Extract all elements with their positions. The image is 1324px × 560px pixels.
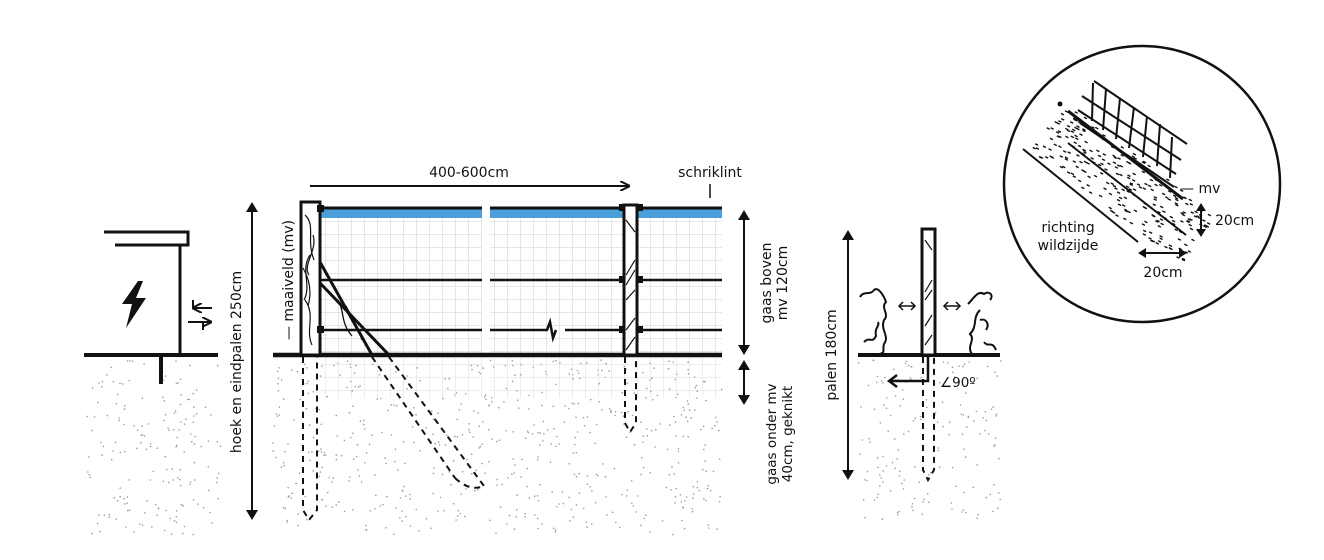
break-symbol [542,317,558,343]
mesh-below-right [490,358,722,398]
detail-direction-label-2: wildzijde [1038,238,1099,254]
detail-circle: — mv 20cm 20cm richting wildzijde [1002,44,1282,324]
clearance-arrows [897,301,962,311]
mesh-above-right [490,212,722,355]
detail-mv-label: — mv [1180,181,1220,197]
vegetation-left [859,288,888,355]
corner-post [299,200,324,522]
fence-elevation: 400-600cm schriklint hoek en eindpalen 2… [229,165,796,522]
tape-label: schriklint [678,165,742,181]
detail-width-label: 20cm [1143,265,1182,281]
vegetation-right [967,291,997,355]
bidirectional-arrows-icon [188,300,212,330]
mesh-below-label-1: gaas onder mv [764,383,780,484]
lightning-bolt-icon [122,281,146,328]
mesh-above-label-1: gaas boven [759,242,775,323]
detail-depth-label: 20cm [1215,213,1254,229]
corner-brace [318,261,485,489]
scare-tape-right [490,209,722,218]
scare-tape-left [320,209,482,218]
mesh-below-left [320,358,482,398]
line-post [619,203,643,434]
energizer-unit [84,230,218,384]
post-side-view: ∠90º palen 180cm [824,227,1000,483]
post-height-label: palen 180cm [824,309,840,400]
mesh-above-left [320,212,482,355]
mesh-below-label-2: 40cm, geknikt [780,386,796,482]
ground-level-label: — maaiveld (mv) [281,220,297,340]
mesh-above-label-2: mv 120cm [775,246,791,320]
corner-post-label: hoek en eindpalen 250cm [229,271,245,453]
span-label: 400-600cm [429,165,509,181]
detail-direction-label-1: richting [1041,220,1094,236]
angle-label: ∠90º [940,375,976,391]
